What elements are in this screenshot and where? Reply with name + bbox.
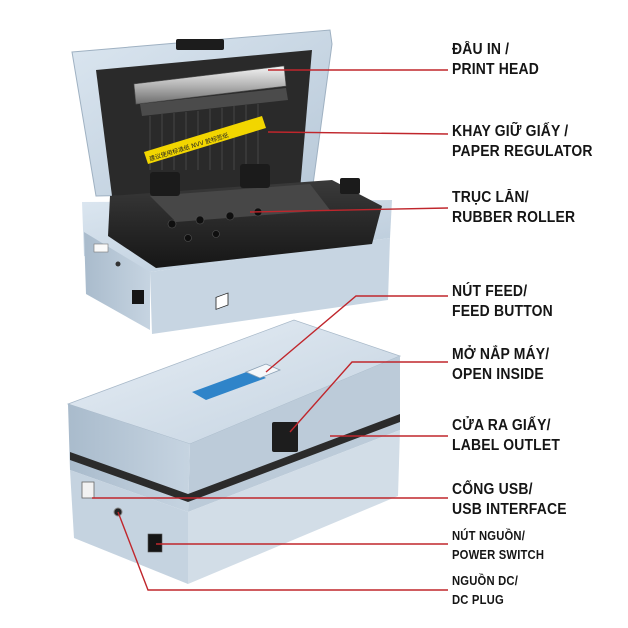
callout-vi: NÚT FEED/ (452, 283, 528, 300)
print-head (133, 65, 287, 105)
leader-feed-button (265, 295, 448, 373)
callout-en: RUBBER ROLLER (452, 209, 576, 227)
callout-en: DC PLUG (452, 592, 504, 607)
paper-guide-left (150, 172, 180, 196)
open-printer: 建议使用标准纸 NVV 胶标签纸 (71, 29, 392, 334)
callout-paper-regulator: KHAY GIỮ GIẤY / PAPER REGULATOR (452, 122, 593, 163)
usb-port (81, 481, 95, 499)
callout-en: PAPER REGULATOR (452, 143, 593, 161)
callout-en: LABEL OUTLET (452, 437, 561, 455)
callout-power-switch: NÚT NGUỒN/ POWER SWITCH (452, 527, 544, 565)
callout-feed-button: NÚT FEED/ FEED BUTTON (452, 282, 553, 323)
rubber-roller (167, 207, 263, 242)
leader-dc-plug (117, 511, 448, 591)
power-switch[interactable] (147, 533, 163, 553)
callout-rubber-roller: TRỤC LĂN/ RUBBER ROLLER (452, 188, 575, 229)
leader-open-inside (289, 361, 448, 433)
qr-label (192, 370, 266, 400)
callout-vi: MỞ NẮP MÁY/ (452, 346, 550, 363)
callout-vi: NÚT NGUỒN/ (452, 529, 526, 543)
callout-en: USB INTERFACE (452, 501, 567, 519)
callout-open-inside: MỞ NẮP MÁY/ OPEN INSIDE (452, 345, 549, 386)
callout-print-head: ĐẦU IN / PRINT HEAD (452, 40, 539, 81)
usb-port-top (93, 243, 109, 253)
callout-dc-plug: NGUỒN DC/ DC PLUG (452, 572, 518, 610)
callout-en: PRINT HEAD (452, 61, 540, 79)
leader-rubber-roller (249, 207, 449, 213)
qr-code-icon (215, 292, 229, 310)
lid-latch (176, 39, 224, 50)
callout-vi: ĐẦU IN / (452, 41, 510, 58)
warning-sticker (144, 116, 266, 164)
callout-vi: KHAY GIỮ GIẤY / (452, 123, 569, 140)
callout-en: OPEN INSIDE (452, 366, 544, 384)
closed-printer (66, 292, 402, 584)
leader-lines (92, 69, 449, 591)
callout-vi: CỔNG USB/ (452, 481, 533, 498)
callout-label-outlet: CỬA RA GIẤY/ LABEL OUTLET (452, 416, 560, 457)
callout-en: POWER SWITCH (452, 547, 545, 562)
callout-vi: CỬA RA GIẤY/ (452, 417, 551, 434)
callout-usb-interface: CỔNG USB/ USB INTERFACE (452, 480, 567, 521)
base-side (84, 232, 150, 330)
paper-guide-right (240, 164, 270, 188)
callout-vi: TRỤC LĂN/ (452, 189, 529, 206)
callout-vi: NGUỒN DC/ (452, 574, 518, 588)
leader-paper-regulator (267, 131, 449, 135)
power-switch-top (132, 290, 144, 304)
callout-en: FEED BUTTON (452, 303, 553, 321)
